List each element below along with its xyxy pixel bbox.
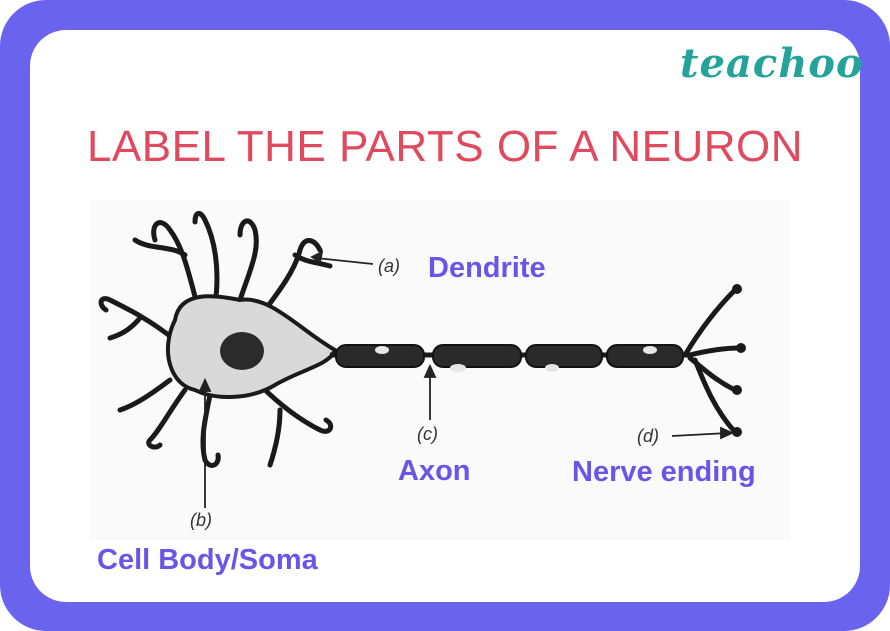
dendrites xyxy=(98,211,334,468)
axon-terminals xyxy=(682,287,743,435)
label-cell-body: Cell Body/Soma xyxy=(97,544,318,576)
label-nerve-ending: Nerve ending xyxy=(572,456,756,488)
label-dendrite: Dendrite xyxy=(428,252,546,284)
marker-a: (a) xyxy=(378,256,400,276)
terminal-knobs xyxy=(732,284,746,437)
myelin-sheaths xyxy=(335,344,684,368)
teachoo-logo: teachoo xyxy=(680,40,864,87)
pointer-arrows xyxy=(198,250,735,508)
label-axon: Axon xyxy=(398,455,471,487)
marker-b: (b) xyxy=(190,510,212,530)
nucleus xyxy=(220,332,264,370)
schwann-nuclei xyxy=(375,346,657,372)
marker-d: (d) xyxy=(637,426,659,446)
marker-c: (c) xyxy=(417,424,438,444)
page-title: LABEL THE PARTS OF A NEURON xyxy=(86,122,804,171)
